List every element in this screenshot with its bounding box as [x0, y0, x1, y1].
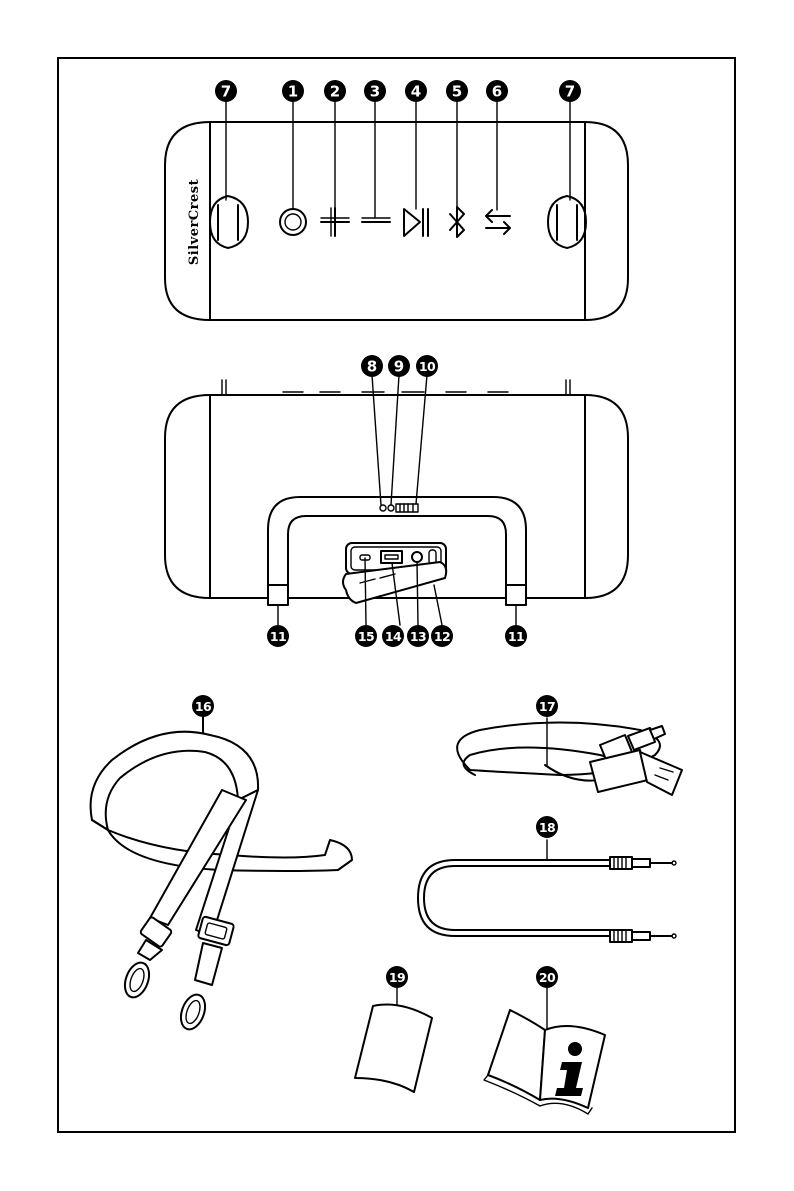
power-icon[interactable]: [280, 209, 306, 235]
callout-number: 14: [385, 629, 402, 644]
usb-cable: [457, 718, 682, 795]
status-led-1: [380, 505, 386, 511]
aux-cable: [418, 840, 676, 942]
callout-badge-battery-led-bar: 10: [416, 355, 438, 377]
callout-number: 18: [539, 820, 555, 835]
callout-number: 1: [288, 83, 298, 101]
callout-badge-volume-down-button: 3: [364, 80, 386, 102]
speaker-rear-view: [165, 375, 628, 625]
aux-in-port[interactable]: [412, 552, 422, 562]
callout-number: 2: [330, 83, 340, 101]
callout-badge-quick-start-guide: 19: [386, 966, 408, 988]
callout-number: 5: [452, 83, 462, 101]
callout-badge-usb-cable: 17: [536, 695, 558, 717]
callout-badge-port-cover: 12: [431, 625, 453, 647]
callout-number: 19: [389, 970, 405, 985]
callout-badge-usb-a-port: 14: [382, 625, 404, 647]
callout-badge-top-strap-loop-left: 7: [215, 80, 237, 102]
status-led-2: [388, 505, 394, 511]
foot-right: [506, 585, 526, 605]
callout-badge-foot-left: 11: [267, 625, 289, 647]
brand-logo: SilverCrest: [187, 179, 202, 265]
user-manual: [484, 988, 605, 1114]
callout-badge-mode-button: 6: [486, 80, 508, 102]
callout-number: 15: [358, 629, 374, 644]
quick-start-guide: [355, 988, 432, 1092]
callout-number: 16: [195, 699, 212, 714]
minus-icon[interactable]: [362, 218, 390, 222]
callout-badge-aux-in-port: 13: [407, 625, 429, 647]
speaker-top-body: [165, 122, 628, 320]
play-pause-icon[interactable]: [404, 209, 428, 236]
callout-number: 3: [370, 83, 380, 101]
callout-badge-micro-usb-port: 15: [355, 625, 377, 647]
callout-number: 11: [270, 629, 286, 644]
foot-left: [268, 585, 288, 605]
callout-badge-status-led-2: 9: [388, 355, 410, 377]
top-strap-loop-left: [210, 196, 248, 248]
callout-number: 7: [221, 83, 231, 101]
callout-number: 4: [411, 83, 421, 101]
callout-number: 9: [394, 358, 404, 376]
callout-badge-volume-up-button: 2: [324, 80, 346, 102]
callout-badge-carrying-strap: 16: [192, 695, 214, 717]
callout-number: 17: [539, 699, 555, 714]
callout-number: 7: [565, 83, 575, 101]
callout-badge-power-button: 1: [282, 80, 304, 102]
top-strap-loop-right: [548, 196, 586, 248]
mode-icon[interactable]: [486, 210, 510, 234]
callout-number: 13: [410, 629, 426, 644]
callout-badge-bluetooth-button: 5: [446, 80, 468, 102]
usb-a-port[interactable]: [381, 551, 402, 563]
callout-number: 8: [367, 358, 377, 376]
callout-badge-play-pause-button: 4: [405, 80, 427, 102]
callout-badge-top-strap-loop-right: 7: [559, 80, 581, 102]
speaker-top-view: SilverCrest: [165, 100, 628, 320]
callout-number: 11: [508, 629, 524, 644]
callout-number: 20: [539, 970, 556, 985]
callout-number: 10: [419, 359, 436, 374]
plus-icon[interactable]: [321, 208, 349, 236]
callout-number: 6: [492, 83, 502, 101]
callout-number: 12: [434, 629, 450, 644]
battery-led-bar: [396, 504, 418, 512]
callout-badge-status-led-1: 8: [361, 355, 383, 377]
bluetooth-icon[interactable]: [450, 207, 464, 237]
callout-badge-aux-cable: 18: [536, 816, 558, 838]
callout-badge-foot-right: 11: [505, 625, 527, 647]
carrying-strap: [91, 705, 352, 1033]
callout-badge-user-manual: 20: [536, 966, 558, 988]
